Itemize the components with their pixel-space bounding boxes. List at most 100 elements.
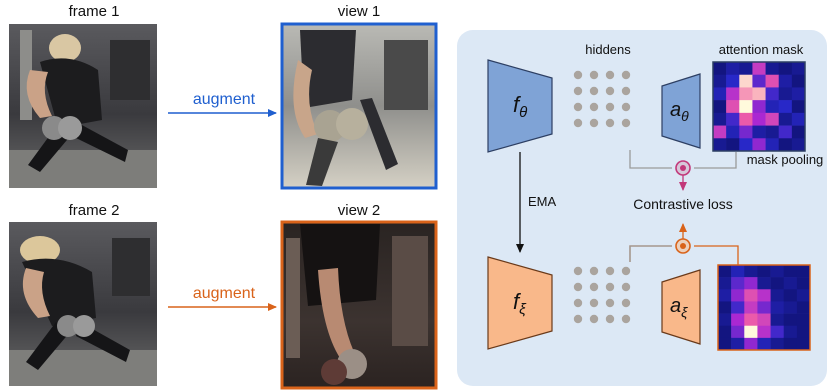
hidden-unit-dot [621, 118, 631, 128]
attention-mask-cell [739, 62, 753, 76]
attention-mask-cell [778, 112, 793, 126]
attention-mask-cell [791, 125, 806, 139]
target-encoder-symbol: fξ [513, 289, 527, 318]
attention-mask-cell [731, 325, 745, 339]
attention-mask-cell [739, 87, 753, 101]
attention-mask-cell [765, 112, 780, 126]
attention-mask-cell [778, 87, 793, 101]
attention-mask-cell [718, 277, 732, 290]
hidden-unit-dot [605, 86, 615, 96]
hidden-unit-dot [621, 282, 631, 292]
attention-mask-cell [726, 62, 740, 76]
attention-mask-cell [713, 100, 727, 114]
hidden-unit-dot [589, 70, 599, 80]
attention-mask-cell [731, 313, 745, 327]
attention-mask-cell [752, 138, 766, 152]
attention-mask-cell [783, 325, 798, 339]
attention-mask-cell [796, 289, 811, 302]
attention-mask-top [713, 62, 806, 152]
attention-mask-top-border [712, 61, 806, 152]
view-1-image [283, 25, 435, 187]
hidden-unit-dot [573, 86, 583, 96]
pool-connector-top [629, 150, 737, 169]
hidden-unit-dot [605, 70, 615, 80]
attention-mask-cell [791, 62, 806, 76]
target-head-symbol: aξ [670, 295, 688, 320]
attention-mask-cell [713, 62, 727, 76]
attention-mask-cell [757, 337, 771, 351]
hidden-unit-dot [589, 102, 599, 112]
hidden-unit-dot [573, 102, 583, 112]
hidden-unit-dot [605, 266, 615, 276]
attention-mask-cell [752, 125, 766, 139]
attention-mask-cell [791, 112, 806, 126]
attention-mask-cell [744, 325, 758, 339]
online-encoder-block [487, 59, 553, 153]
attention-mask-cell [778, 100, 793, 114]
attention-mask-cell [718, 313, 732, 327]
attention-mask-cell [726, 74, 740, 88]
online-head-block [661, 73, 701, 149]
attention-mask-cell [778, 74, 793, 88]
attention-mask-cell [744, 265, 758, 278]
attention-mask-cell [796, 313, 811, 327]
attention-mask-cell [752, 74, 766, 88]
attention-mask-cell [778, 62, 793, 76]
attention-mask-cell [765, 138, 780, 152]
attention-mask-cell [718, 289, 732, 302]
target-encoder-block [487, 256, 553, 350]
hidden-unit-dot [621, 314, 631, 324]
attention-mask-cell [731, 277, 745, 290]
attention-mask-cell [744, 301, 758, 314]
attention-mask-cell [739, 100, 753, 114]
attention-mask-cell [796, 337, 811, 351]
target-head-block [661, 269, 701, 345]
attention-mask-cell [778, 138, 793, 152]
attention-mask-cell [791, 138, 806, 152]
attention-mask-cell [757, 265, 771, 278]
attention-mask-cell [765, 62, 780, 76]
attention-mask-cell [718, 301, 732, 314]
attention-mask-cell [770, 325, 785, 339]
attention-mask-cell [752, 112, 766, 126]
hidden-unit-dot [621, 70, 631, 80]
attention-mask-cell [718, 265, 732, 278]
contrastive-loss-label: Contrastive loss [633, 196, 733, 212]
attention-mask-cell [726, 138, 740, 152]
frame-2-image [9, 222, 157, 386]
hidden-unit-dot [589, 118, 599, 128]
hidden-unit-dot [605, 314, 615, 324]
hidden-unit-dot [605, 282, 615, 292]
hiddens-bottom-grid [573, 266, 631, 324]
attention-mask-cell [796, 301, 811, 314]
attention-mask-cell [744, 313, 758, 327]
hidden-unit-dot [589, 298, 599, 308]
attention-mask-cell [713, 87, 727, 101]
hidden-unit-dot [605, 298, 615, 308]
attention-mask-cell [726, 112, 740, 126]
attention-mask-cell [783, 313, 798, 327]
hidden-unit-dot [589, 86, 599, 96]
attention-mask-cell [783, 289, 798, 302]
attention-mask-cell [791, 100, 806, 114]
attention-mask-cell [783, 265, 798, 278]
attention-mask-cell [783, 277, 798, 290]
attention-mask-cell [731, 289, 745, 302]
attention-mask-cell [765, 125, 780, 139]
mask-pooling-label: mask pooling [747, 152, 824, 167]
attention-mask-cell [770, 277, 785, 290]
hidden-unit-dot [605, 102, 615, 112]
hidden-unit-dot [621, 86, 631, 96]
attention-mask-cell [713, 112, 727, 126]
attention-mask-cell [752, 87, 766, 101]
hidden-unit-dot [573, 314, 583, 324]
hidden-unit-dot [573, 282, 583, 292]
attention-mask-cell [770, 313, 785, 327]
frame-1-label: frame 1 [69, 3, 120, 20]
attention-mask-cell [770, 301, 785, 314]
hiddens-label: hiddens [585, 42, 631, 57]
attention-mask-cell [765, 100, 780, 114]
attention-mask-cell [757, 313, 771, 327]
attention-mask-cell [770, 337, 785, 351]
